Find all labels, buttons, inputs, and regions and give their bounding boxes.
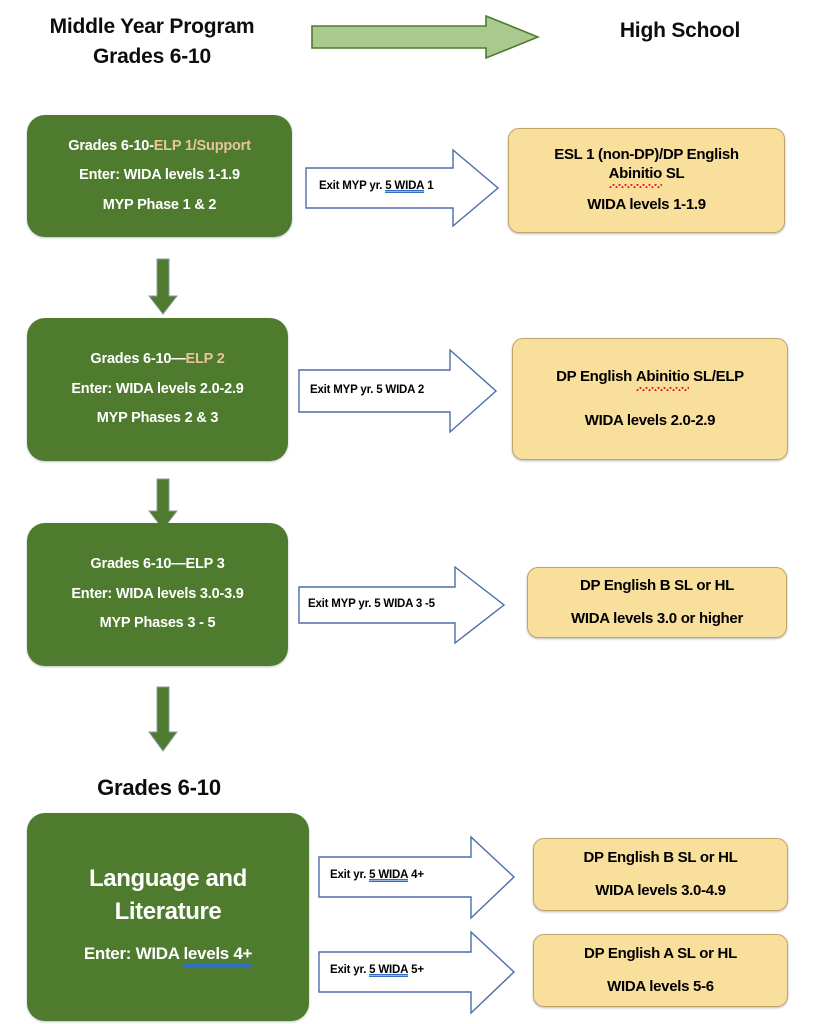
exit-arrow-5-label-pre: Exit yr. bbox=[330, 964, 370, 976]
yellow-box-1-line1a: ESL 1 (non-DP)/DP English bbox=[554, 146, 739, 164]
exit-arrow-4-label-pre: Exit yr. bbox=[330, 869, 370, 881]
green-box-ll-subtitle-underlined: levels 4+ bbox=[183, 944, 253, 967]
yellow-box-4[interactable]: DP English B SL or HL WIDA levels 3.0-4.… bbox=[533, 838, 788, 911]
yellow-box-2-line2: WIDA levels 2.0-2.9 bbox=[584, 411, 716, 429]
yellow-box-5-line2: WIDA levels 5-6 bbox=[607, 977, 714, 995]
green-box-elp1-line1: Grades 6-10-ELP 1/Support bbox=[60, 132, 258, 161]
yellow-box-1-line1: ESL 1 (non-DP)/DP English Abinitio SL bbox=[544, 139, 748, 188]
green-box-elp3-line1: Grades 6-10—ELP 3 bbox=[82, 550, 232, 579]
page-title-left: Middle Year Program Grades 6-10 bbox=[18, 12, 286, 72]
yellow-box-5[interactable]: DP English A SL or HL WIDA levels 5-6 bbox=[533, 934, 788, 1007]
page-title-left-line2: Grades 6-10 bbox=[92, 44, 212, 68]
green-box-elp2[interactable]: Grades 6-10—ELP 2 Enter: WIDA levels 2.0… bbox=[27, 318, 288, 461]
green-box-elp1[interactable]: Grades 6-10-ELP 1/Support Enter: WIDA le… bbox=[27, 115, 292, 237]
green-box-elp3-line1-plain: Grades 6-10—ELP 3 bbox=[90, 556, 225, 573]
yellow-box-1-line2: WIDA levels 1-1.9 bbox=[587, 195, 706, 213]
yellow-box-3[interactable]: DP English B SL or HL WIDA levels 3.0 or… bbox=[527, 567, 787, 638]
yellow-box-1[interactable]: ESL 1 (non-DP)/DP English Abinitio SL WI… bbox=[508, 128, 785, 233]
yellow-box-3-line2: WIDA levels 3.0 or higher bbox=[571, 609, 743, 627]
exit-arrow-5-label-underlined: 5 WIDA bbox=[369, 964, 409, 977]
exit-arrow-4-label: Exit yr. 5 WIDA 4+ bbox=[330, 869, 424, 882]
exit-arrow-5[interactable]: Exit yr. 5 WIDA 5+ bbox=[318, 930, 516, 1015]
page-title-right: High School bbox=[619, 19, 741, 42]
yellow-box-1-line1c: SL bbox=[661, 165, 685, 183]
green-box-elp1-line2: Enter: WIDA levels 1-1.9 bbox=[79, 167, 240, 184]
green-box-elp1-line1-accent: ELP 1/Support bbox=[153, 137, 251, 154]
green-box-elp3[interactable]: Grades 6-10—ELP 3 Enter: WIDA levels 3.0… bbox=[27, 523, 288, 666]
exit-arrow-3-label: Exit MYP yr. 5 WIDA 3 -5 bbox=[308, 598, 435, 610]
bottom-caption: Grades 6-10 bbox=[97, 775, 221, 800]
green-box-elp3-line2: Enter: WIDA levels 3.0-3.9 bbox=[71, 585, 244, 602]
yellow-box-5-line1: DP English A SL or HL bbox=[584, 944, 737, 962]
green-box-elp2-line1-plain: Grades 6-10— bbox=[90, 351, 186, 368]
exit-arrow-1-label: Exit MYP yr. 5 WIDA 1 bbox=[319, 180, 434, 193]
green-box-ll-title-line2: Literature bbox=[114, 897, 222, 925]
exit-arrow-1-label-underlined: 5 WIDA bbox=[385, 180, 425, 193]
green-box-elp2-line1: Grades 6-10—ELP 2 bbox=[82, 345, 232, 374]
green-box-elp3-line3: MYP Phases 3 - 5 bbox=[99, 615, 216, 632]
yellow-box-2-line1c: SL/ELP bbox=[689, 367, 744, 385]
green-box-elp2-line2: Enter: WIDA levels 2.0-2.9 bbox=[71, 380, 244, 397]
exit-arrow-4-label-underlined: 5 WIDA bbox=[369, 869, 409, 882]
page-title-left-line1: Middle Year Program bbox=[49, 15, 255, 38]
green-box-elp2-line3: MYP Phases 2 & 3 bbox=[96, 410, 219, 427]
exit-arrow-4[interactable]: Exit yr. 5 WIDA 4+ bbox=[318, 835, 516, 920]
exit-arrow-3[interactable]: Exit MYP yr. 5 WIDA 3 -5 bbox=[298, 565, 506, 645]
exit-arrow-4-label-post: 4+ bbox=[408, 869, 424, 881]
down-arrow-icon-1 bbox=[148, 258, 178, 316]
right-arrow-icon bbox=[310, 15, 540, 60]
green-box-elp2-line1-accent: ELP 2 bbox=[185, 351, 225, 368]
green-box-language-and-literature[interactable]: Language and Literature Enter: WIDA leve… bbox=[27, 813, 309, 1021]
green-box-ll-subtitle: Enter: WIDA levels 4+ bbox=[76, 928, 260, 970]
exit-arrow-2-label-pre: Exit MYP yr. 5 WIDA 2 bbox=[310, 384, 425, 396]
exit-arrow-5-label-post: 5+ bbox=[408, 964, 424, 976]
yellow-box-4-line1: DP English B SL or HL bbox=[583, 848, 738, 866]
yellow-box-4-line2: WIDA levels 3.0-4.9 bbox=[595, 881, 726, 899]
yellow-box-3-line1: DP English B SL or HL bbox=[580, 576, 734, 594]
exit-arrow-5-label: Exit yr. 5 WIDA 5+ bbox=[330, 964, 424, 977]
down-arrow-icon-2 bbox=[148, 478, 178, 530]
green-box-elp1-line1-plain: Grades 6-10- bbox=[68, 137, 154, 154]
yellow-box-2[interactable]: DP English Abinitio SL/ELP WIDA levels 2… bbox=[512, 338, 788, 460]
green-box-elp1-line3: MYP Phase 1 & 2 bbox=[102, 196, 217, 213]
exit-arrow-1[interactable]: Exit MYP yr. 5 WIDA 1 bbox=[305, 148, 500, 228]
exit-arrow-2-label: Exit MYP yr. 5 WIDA 2 bbox=[310, 384, 424, 396]
exit-arrow-1-label-pre: Exit MYP yr. bbox=[319, 180, 386, 192]
exit-arrow-1-label-post: 1 bbox=[424, 180, 434, 192]
green-box-ll-title-line1: Language and bbox=[89, 865, 247, 893]
yellow-box-1-line1-wavy: Abinitio bbox=[608, 165, 663, 188]
down-arrow-icon-3 bbox=[148, 686, 178, 752]
yellow-box-2-line1-wavy: Abinitio bbox=[635, 367, 690, 391]
green-box-ll-subtitle-pre: Enter: WIDA bbox=[83, 944, 184, 964]
exit-arrow-2[interactable]: Exit MYP yr. 5 WIDA 2 bbox=[298, 348, 498, 434]
yellow-box-2-line1a: DP English bbox=[556, 367, 636, 385]
yellow-box-2-line1: DP English Abinitio SL/ELP bbox=[546, 361, 754, 394]
exit-arrow-3-label-pre: Exit MYP yr. 5 WIDA 3 -5 bbox=[308, 598, 435, 610]
